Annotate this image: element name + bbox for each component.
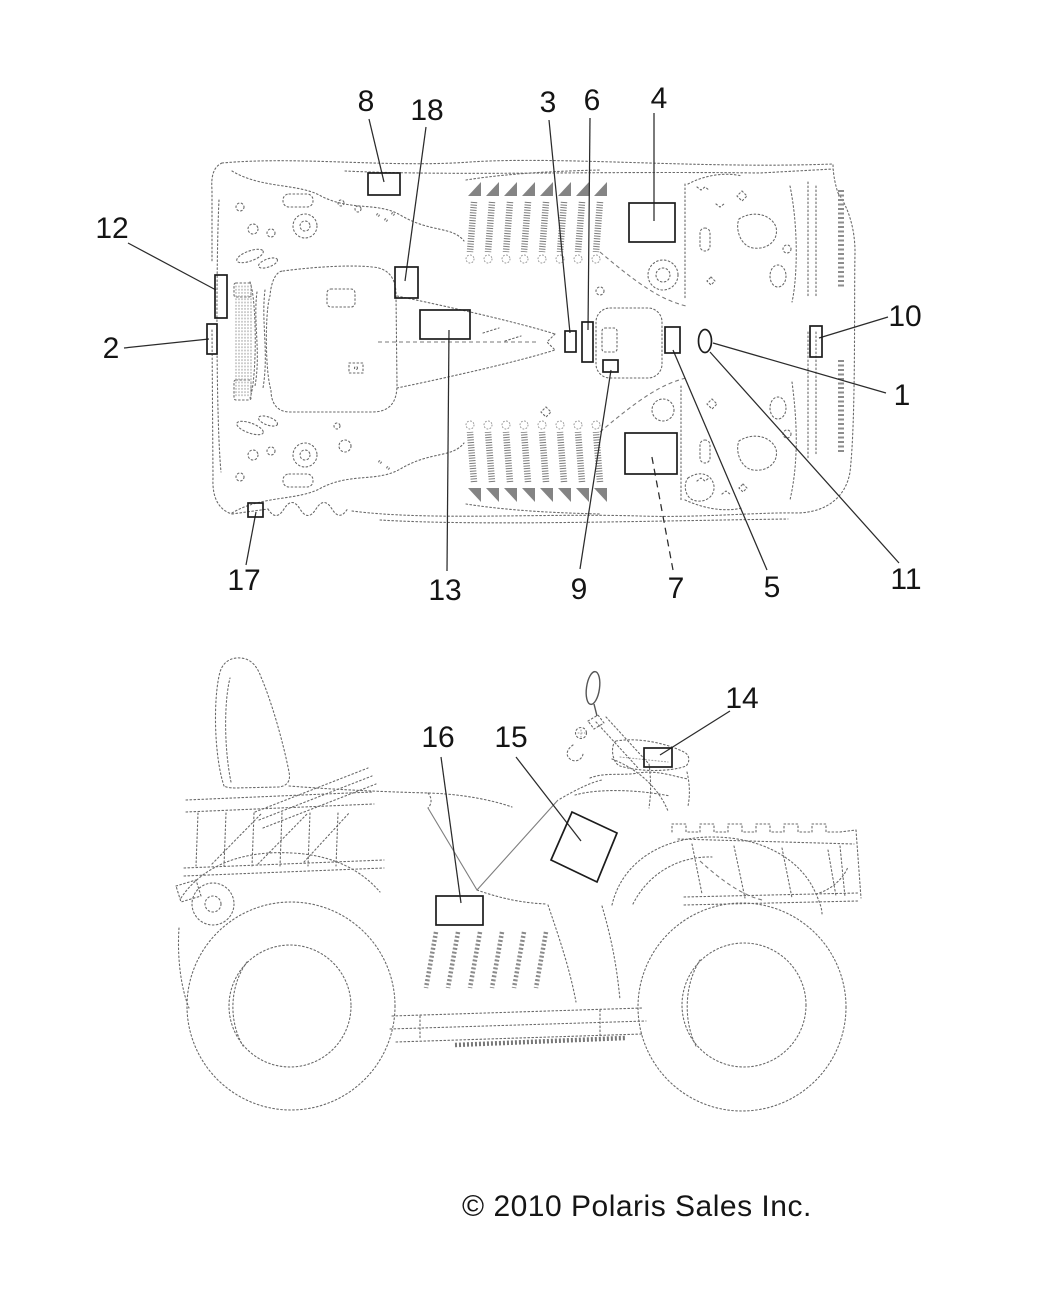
callout-7-leader [650, 451, 674, 571]
decal-box-18 [394, 266, 419, 299]
decal-box-9 [602, 359, 619, 373]
callout-6-label: 6 [584, 84, 601, 117]
decal-box-8 [367, 172, 401, 196]
callout-7-label: 7 [668, 572, 685, 605]
callout-12-leader [127, 242, 217, 291]
callout-12-label: 12 [95, 212, 128, 245]
callout-9-leader [579, 369, 612, 570]
callout-11-leader [709, 351, 900, 564]
callout-4-label: 4 [651, 82, 668, 115]
decal-box-5 [664, 326, 681, 354]
callout-17-label: 17 [227, 564, 260, 597]
callout-1-leader [712, 342, 887, 394]
decal-box-10 [809, 325, 823, 358]
side-view-line-art [175, 657, 862, 1112]
callout-16-label: 16 [421, 721, 454, 754]
decal-box-7 [624, 432, 678, 475]
callout-10-label: 10 [888, 300, 921, 333]
callout-5-leader [672, 349, 768, 571]
callout-10-leader [818, 316, 889, 339]
decal-box-12 [214, 274, 228, 319]
decal-box-4 [628, 202, 676, 243]
decal-box-14 [643, 747, 673, 768]
decal-box-13 [419, 309, 471, 340]
callout-14-label: 14 [725, 682, 758, 715]
copyright-text: © 2010 Polaris Sales Inc. [462, 1190, 812, 1223]
callout-18-leader [404, 126, 427, 282]
callout-6-leader [587, 117, 591, 331]
decal-box-6 [581, 321, 594, 363]
callout-2-leader [123, 338, 210, 349]
top-view-line-art [211, 159, 856, 524]
decal-box-2 [206, 323, 218, 355]
callout-9-label: 9 [571, 573, 588, 606]
callout-2-label: 2 [103, 332, 120, 365]
callout-15-label: 15 [494, 721, 527, 754]
callout-5-label: 5 [764, 571, 781, 604]
callout-8-label: 8 [358, 85, 375, 118]
decal-box-3 [564, 330, 577, 353]
callout-13-label: 13 [428, 574, 461, 607]
decal-box-15 [549, 810, 619, 884]
callout-3-leader [548, 119, 571, 334]
callout-16-leader [440, 756, 462, 904]
callout-18-label: 18 [410, 94, 443, 127]
callout-11-label: 11 [890, 563, 921, 596]
mirror-outline [585, 670, 601, 706]
callout-8-leader [368, 118, 385, 183]
decal-box-17 [247, 502, 264, 518]
callout-15-leader [515, 756, 582, 842]
callout-1-label: 1 [894, 379, 911, 412]
callout-13-leader [446, 329, 450, 572]
decal-box-1 [697, 328, 713, 354]
callout-17-leader [245, 511, 257, 566]
callout-3-label: 3 [540, 86, 557, 119]
decal-box-16 [435, 895, 484, 926]
